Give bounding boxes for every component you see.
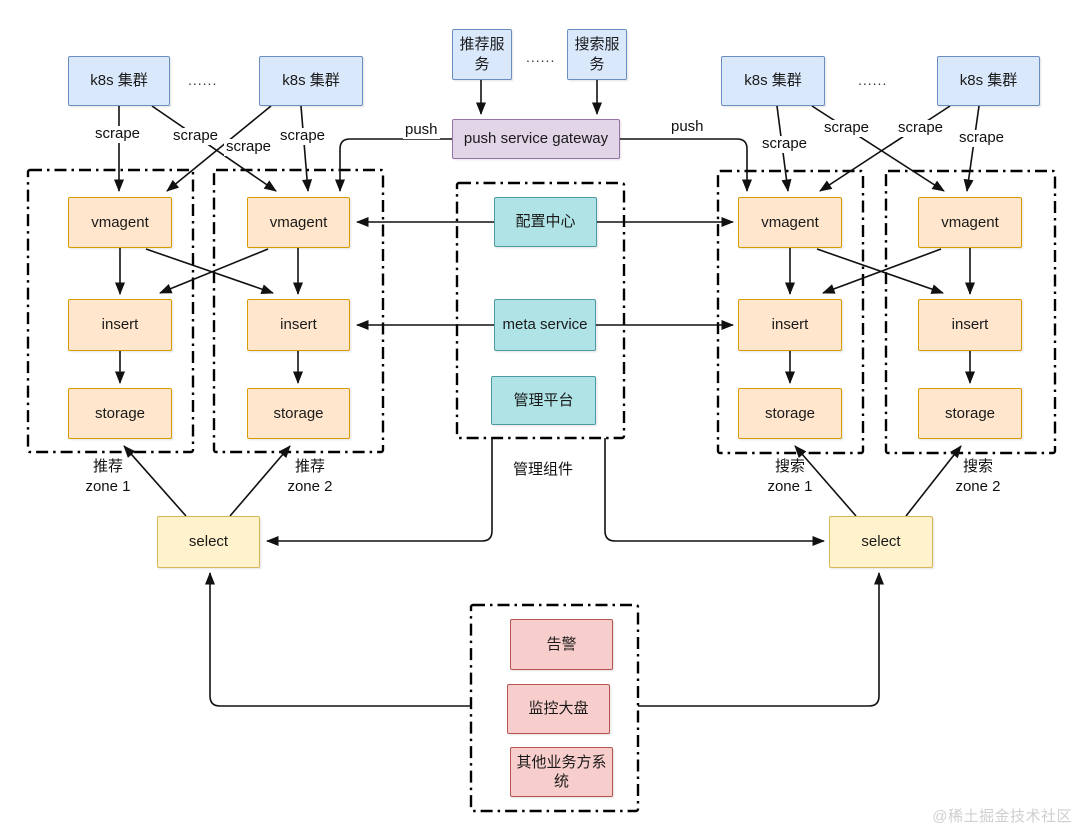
scrape-label-7: scrape [896,119,946,137]
zone3-storage-box: storage [738,388,842,439]
monitoring-dashboard-box: 监控大盘 [507,684,610,734]
push-label-left: push [403,121,440,139]
zone4-caption-name: 搜索 [962,458,993,475]
arrow-management-selectL [266,438,493,546]
arrow-consumers-selectL [205,572,471,707]
zone4-storage-box: storage [918,388,1022,439]
scrape-label-5: scrape [760,135,810,153]
arrow-scrape-k8s2-z2vmagent [300,105,313,192]
zone1-caption-zone: zone 1 [85,478,131,496]
arrow-scrape-k8s2-z1vmagent [166,105,272,192]
push-service-gateway-box: push service gateway [452,119,620,159]
arrow-push-gateway-z2vmagent [335,138,452,192]
arrow-z2vmagent-z1insert [159,248,269,294]
k8s-cluster-box-4: k8s 集群 [937,56,1040,106]
zone4-vmagent-box: vmagent [918,197,1022,248]
consumer-group-border [469,603,640,813]
meta-service-box: meta service [494,299,596,351]
zone4-caption: 搜索 zone 2 [933,457,1023,498]
zone3-caption-name: 搜索 [774,458,805,475]
scrape-label-8: scrape [957,129,1007,147]
zone2-insert-box: insert [247,299,350,351]
zone4-caption-zone: zone 2 [955,478,1001,496]
select-right-box: select [829,516,933,568]
arrow-selectR-z3storage [794,445,857,517]
ellipsis-right: ...... [858,72,888,88]
arrow-selectL-z1storage [123,445,187,517]
zone2-border [212,168,385,454]
other-business-systems-box: 其他业务方系统 [510,747,613,797]
zone3-caption-zone: zone 1 [767,478,813,496]
k8s-cluster-box-3: k8s 集群 [721,56,825,106]
arrow-selectR-z4storage [905,445,962,517]
scrape-label-6: scrape [822,119,872,137]
zone1-storage-box: storage [68,388,172,439]
zone1-vmagent-box: vmagent [68,197,172,248]
config-center-box: 配置中心 [494,197,597,247]
zone3-insert-box: insert [738,299,842,351]
zone1-border [26,168,195,454]
watermark: @稀土掘金技术社区 [932,808,1072,825]
management-group-caption: 管理组件 [512,461,573,478]
arrow-z1vmagent-z2insert [145,248,274,294]
zone2-caption-name: 推荐 [294,458,325,475]
ellipsis-middle: ...... [526,49,556,65]
management-platform-box: 管理平台 [491,376,596,425]
arrow-scrape-k8s1-z2vmagent [151,105,277,192]
recommend-service-box: 推荐服务 [452,29,512,80]
ellipsis-left: ...... [188,72,218,88]
k8s-cluster-box-1: k8s 集群 [68,56,170,106]
zone2-storage-box: storage [247,388,350,439]
scrape-label-1: scrape [93,125,143,143]
scrape-label-2: scrape [171,127,221,145]
zone3-border [716,169,865,455]
zone4-insert-box: insert [918,299,1022,351]
arrow-scrape-k8s4-z4vmagent [963,105,980,192]
arrow-z4vmagent-z3insert [822,248,942,294]
zone1-caption-name: 推荐 [92,458,123,475]
k8s-cluster-box-2: k8s 集群 [259,56,363,106]
search-service-box: 搜索服务 [567,29,627,80]
zone3-caption: 搜索 zone 1 [745,457,835,498]
scrape-label-4: scrape [278,127,328,145]
zone1-insert-box: insert [68,299,172,351]
arrow-management-selectR [604,438,825,546]
scrape-label-3: scrape [224,138,274,156]
zone2-vmagent-box: vmagent [247,197,350,248]
zone2-caption: 推荐 zone 2 [265,457,355,498]
push-label-right: push [669,118,706,136]
arrow-consumers-selectR [638,572,884,707]
alerting-box: 告警 [510,619,613,670]
zone1-caption: 推荐 zone 1 [63,457,153,498]
zone2-caption-zone: zone 2 [287,478,333,496]
management-group-border [455,181,626,440]
arrow-push-gateway-z3vmagent [620,138,752,192]
zone3-vmagent-box: vmagent [738,197,842,248]
arrow-selectL-z2storage [229,445,291,517]
select-left-box: select [157,516,260,568]
